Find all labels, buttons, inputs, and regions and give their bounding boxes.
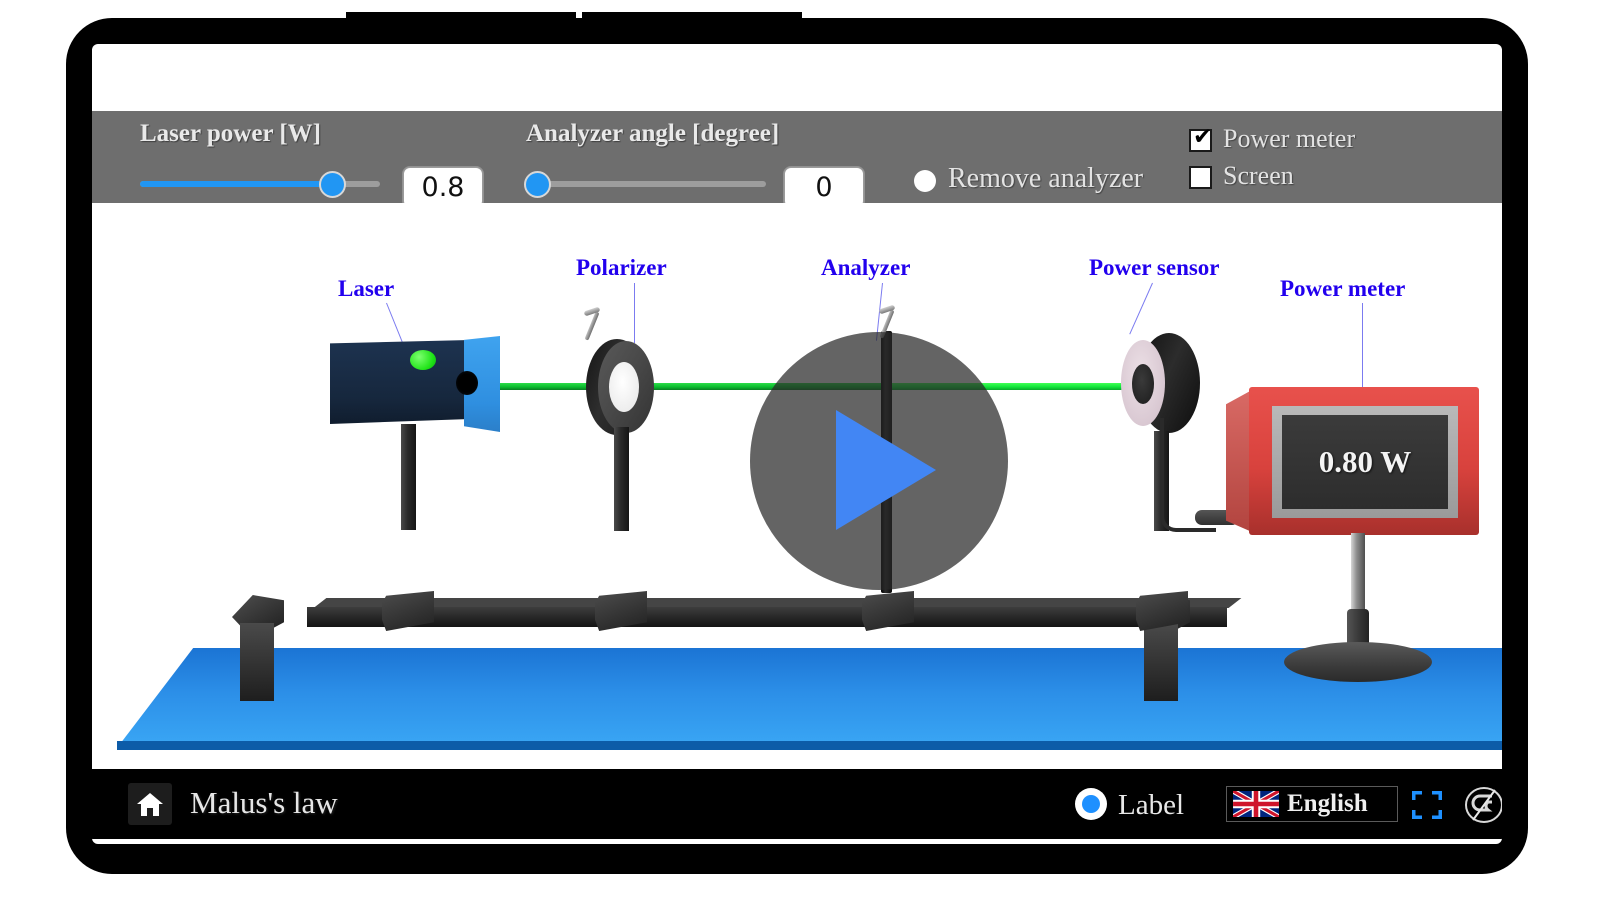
- screen-checkbox-label[interactable]: Screen: [1223, 161, 1294, 190]
- polarizer-post: [614, 427, 629, 531]
- rail-leg-left: [240, 623, 274, 701]
- analyzer-angle-slider-track[interactable]: [526, 181, 766, 187]
- laser-power-slider-thumb[interactable]: [319, 171, 346, 198]
- uk-flag-icon: [1233, 791, 1279, 817]
- laser-beam-segment-3: [882, 383, 1152, 390]
- power-meter-checkbox[interactable]: ✔: [1189, 124, 1213, 152]
- home-button[interactable]: [128, 783, 172, 825]
- control-panel: Laser power [W] 0.8 Analyzer angle [degr…: [92, 111, 1502, 208]
- analyzer-angle-input[interactable]: 0: [784, 167, 864, 208]
- leader-laser: [386, 302, 403, 343]
- polarizer-aperture: [609, 362, 639, 412]
- fullscreen-icon[interactable]: [1410, 789, 1444, 821]
- bottom-bar-title: Malus's law: [190, 785, 338, 820]
- laser-beam-segment-2: [628, 383, 882, 390]
- bottom-toolbar: Malus's law Label E: [92, 769, 1502, 839]
- label-polarizer: Polarizer: [576, 255, 667, 280]
- rail-leg-right: [1144, 623, 1178, 701]
- laser-power-slider[interactable]: [140, 171, 380, 198]
- check-mark-icon: ✔: [1193, 124, 1213, 150]
- screen-checkbox[interactable]: [1189, 166, 1212, 189]
- laser-post: [401, 424, 416, 530]
- remove-analyzer-label[interactable]: Remove analyzer: [948, 163, 1144, 194]
- laser-power-input[interactable]: 0.8: [403, 167, 483, 208]
- optical-table-edge: [117, 741, 1502, 750]
- leader-power-sensor: [1129, 282, 1153, 335]
- label-toggle-text[interactable]: Label: [1118, 789, 1185, 821]
- play-icon[interactable]: [836, 410, 936, 530]
- power-meter-base: [1284, 642, 1432, 682]
- analyzer-angle-label: Analyzer angle [degree]: [526, 120, 780, 147]
- label-laser: Laser: [338, 276, 395, 301]
- optical-rail: [307, 607, 1227, 627]
- label-toggle[interactable]: [1075, 788, 1107, 820]
- label-analyzer: Analyzer: [821, 255, 911, 280]
- tablet-screen: Laser power [W] 0.8 Analyzer angle [degr…: [92, 44, 1502, 844]
- bezel-notch-right: [582, 12, 802, 34]
- home-icon: [137, 793, 163, 816]
- brand-logo-icon[interactable]: [1462, 785, 1502, 825]
- laser-aperture: [456, 371, 478, 395]
- label-power-sensor: Power sensor: [1089, 255, 1220, 280]
- language-selector[interactable]: English: [1226, 786, 1398, 822]
- leader-power-meter: [1362, 303, 1363, 391]
- leader-polarizer: [634, 283, 635, 343]
- power-meter-side: [1226, 390, 1252, 532]
- power-meter-reading: 0.80 W: [1318, 444, 1412, 479]
- power-meter-display: 0.80 W: [1282, 415, 1448, 509]
- label-power-meter: Power meter: [1280, 276, 1406, 301]
- laser-power-slider-fill: [140, 181, 332, 187]
- power-meter-checkbox-label[interactable]: Power meter: [1223, 124, 1356, 153]
- laser-power-label: Laser power [W]: [140, 120, 321, 147]
- analyzer-angle-slider-thumb[interactable]: [524, 171, 551, 198]
- sensor-cable: [1160, 418, 1216, 532]
- label-toggle-dot: [1082, 795, 1100, 813]
- language-value: English: [1287, 790, 1368, 817]
- laser-led-indicator: [410, 350, 436, 370]
- simulation-canvas[interactable]: Laser Polarizer Analyzer: [92, 203, 1502, 769]
- optical-table: [117, 648, 1502, 748]
- bezel-notch-left: [346, 12, 576, 34]
- analyzer-angle-slider[interactable]: [524, 171, 766, 198]
- laser-beam-segment-1: [470, 383, 600, 390]
- laser-body[interactable]: [330, 340, 470, 424]
- remove-analyzer-radio[interactable]: [914, 170, 936, 192]
- power-sensor-detector: [1132, 364, 1154, 404]
- tablet-bezel: Laser power [W] 0.8 Analyzer angle [degr…: [66, 12, 1528, 874]
